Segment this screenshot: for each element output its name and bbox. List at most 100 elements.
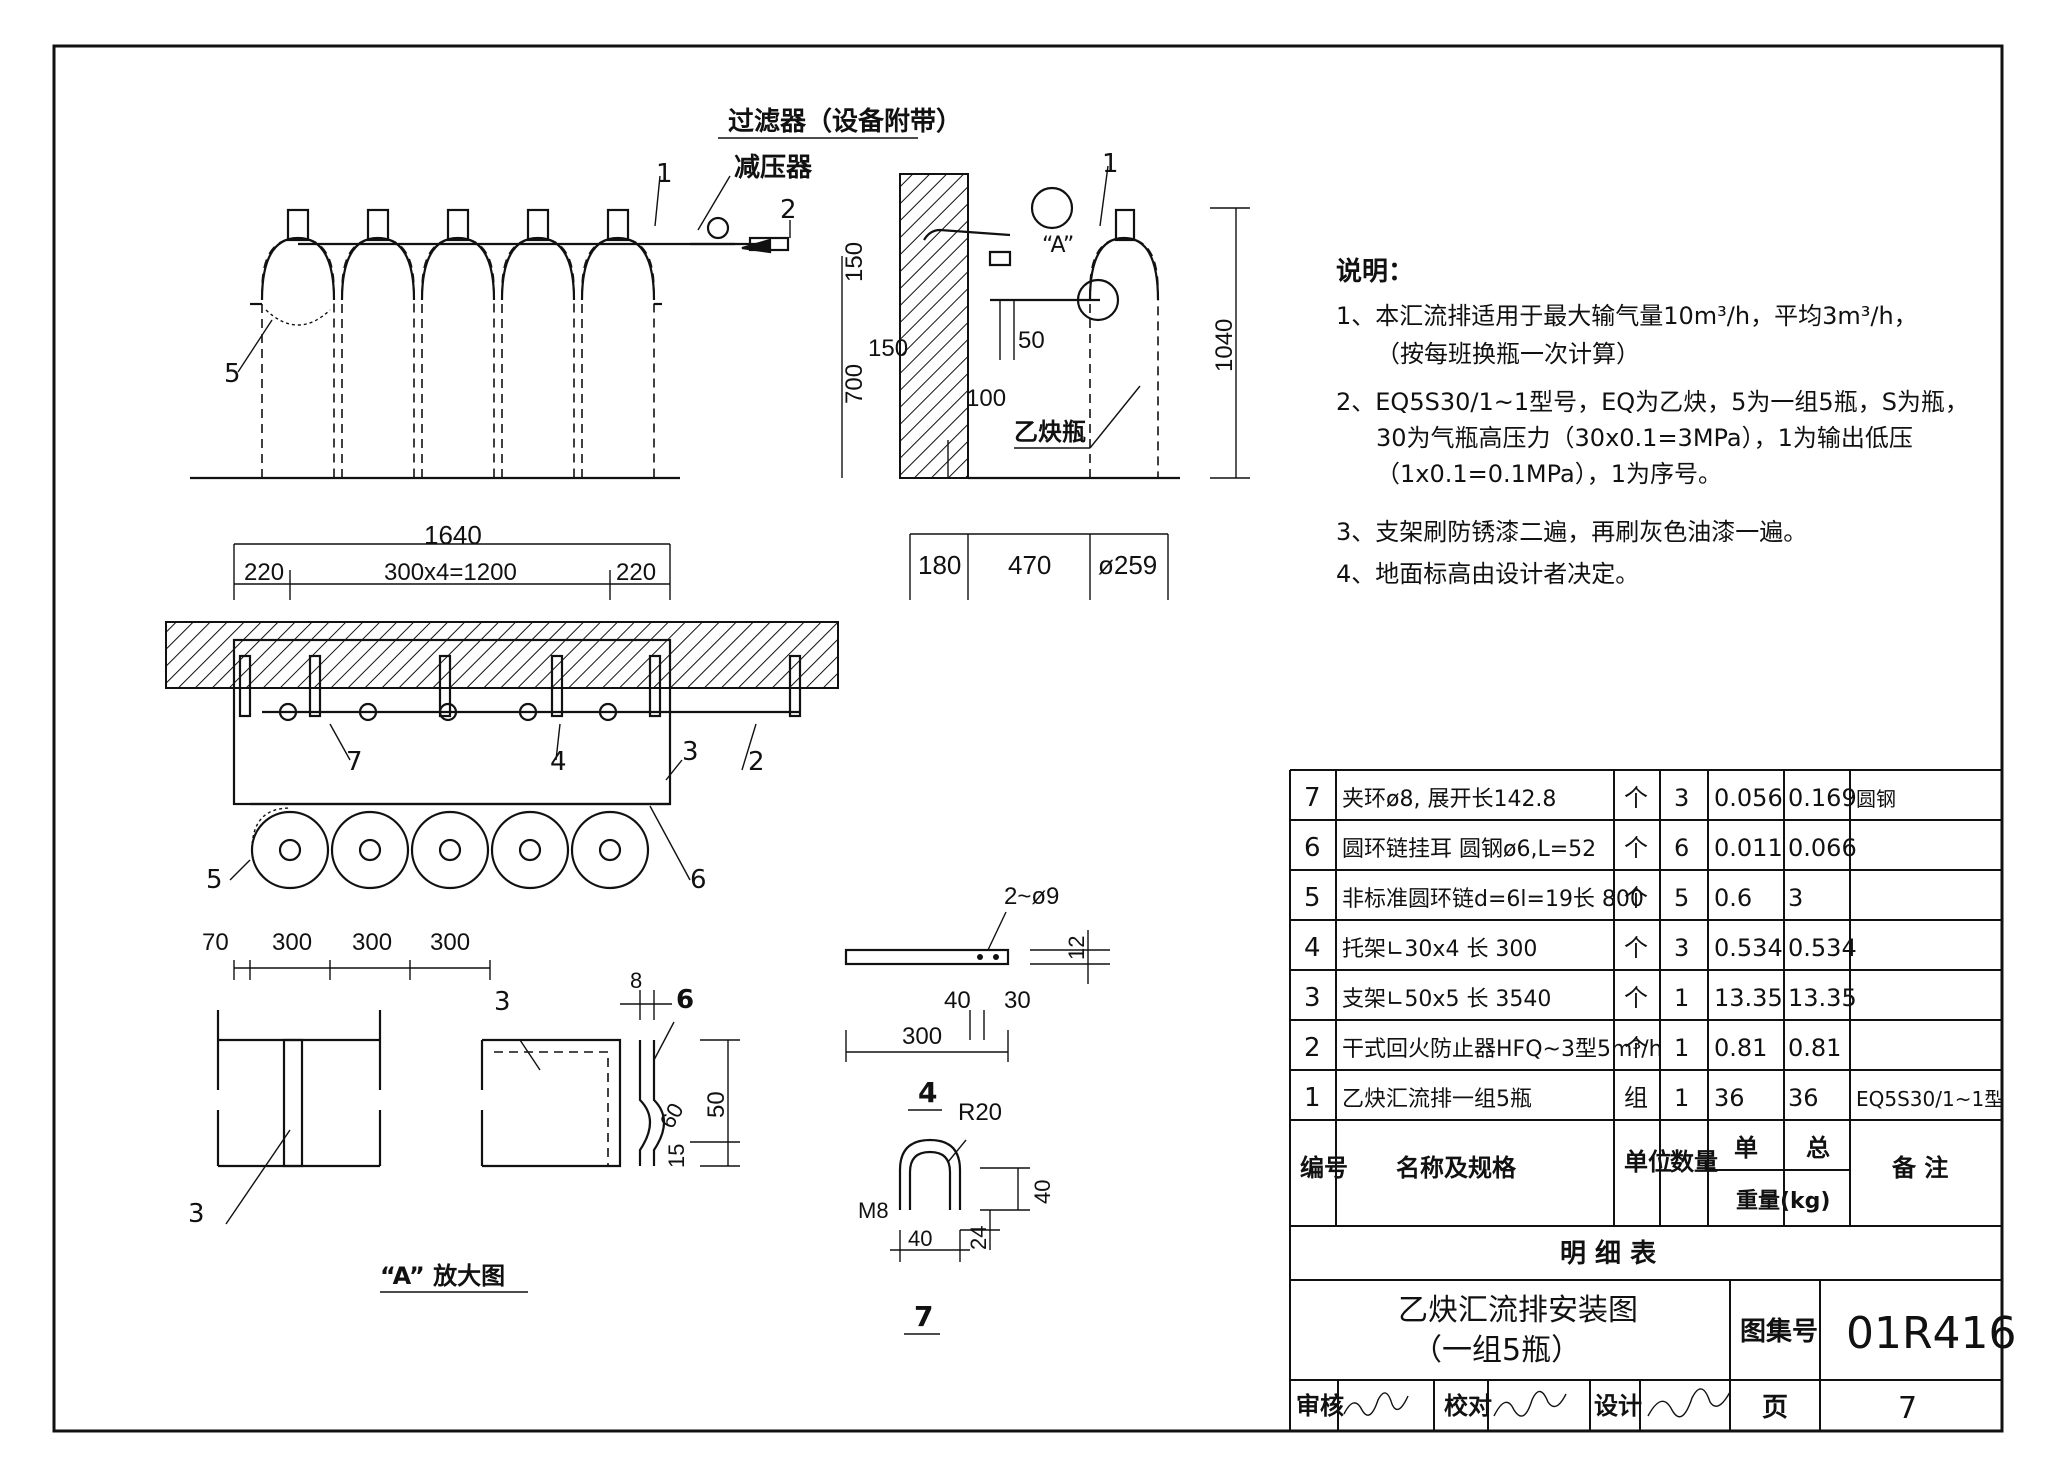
side-view: 1 “A” 乙炔瓶 150 150 700 50 100 1040 180 47… [841, 149, 1250, 600]
section-4-title: 4 [918, 1076, 937, 1109]
callout-5-plan: 5 [206, 865, 223, 895]
cylinder-label: 乙炔瓶 [1014, 418, 1086, 446]
bom-cell-unit: 组 [1624, 1084, 1648, 1112]
bom-cell-qty: 3 [1674, 784, 1689, 812]
radius-label: R20 [958, 1099, 1002, 1126]
detail-a-title: “A” 放大图 [380, 1262, 505, 1290]
bom-cell-name: 夹环ø8, 展开长142.8 [1342, 787, 1556, 812]
bom-cell-unit: 个 [1624, 784, 1648, 812]
signature-check [1493, 1390, 1567, 1417]
note-4: 4、地面标高由设计者决定。 [1336, 560, 1639, 588]
bom-cell-qty: 1 [1674, 984, 1689, 1012]
dim-300-b: 300 [352, 929, 392, 956]
bom-cell-unit_wt: 0.534 [1714, 934, 1783, 962]
atlas-number: 01R416 [1846, 1308, 2017, 1359]
bom-cell-unit: 个 [1624, 934, 1648, 962]
callout-1-side: 1 [1102, 149, 1119, 179]
hdr-name: 名称及规格 [1396, 1154, 1517, 1182]
design-label: 设计 [1594, 1392, 1642, 1420]
dim-1640: 1640 [424, 520, 482, 550]
dim-300-c: 300 [430, 929, 470, 956]
dim-70: 70 [202, 929, 229, 956]
bom-cell-unit_wt: 0.6 [1714, 884, 1752, 912]
dim-50: 50 [1018, 327, 1045, 354]
bom-cell-name: 托架∟30x4 长 300 [1342, 937, 1537, 962]
dim-150b: 150 [868, 335, 908, 362]
bom-cell-unit_wt: 0.011 [1714, 834, 1783, 862]
bom-caption: 明 细 表 [1560, 1238, 1657, 1269]
hdr-unit: 单位 [1624, 1148, 1672, 1176]
dim-220-right: 220 [616, 559, 656, 586]
callout-3-detail-b: 3 [494, 987, 511, 1017]
dim-100: 100 [966, 385, 1006, 412]
dim-150a: 150 [841, 242, 868, 282]
callout-1-front: 1 [656, 159, 673, 189]
atlas-label: 图集号 [1740, 1316, 1818, 1347]
hdr-total-wt: 总 [1806, 1134, 1830, 1162]
dim-8: 8 [630, 968, 642, 993]
detail-a: 70 300 300 300 3 3 6 [188, 929, 740, 1293]
dim-30: 30 [1004, 987, 1031, 1014]
callout-2-front: 2 [780, 195, 797, 225]
section-7-title: 7 [914, 1300, 933, 1333]
bom-cell-name: 乙炔汇流排一组5瓶 [1342, 1087, 1532, 1112]
signature-design [1647, 1388, 1731, 1418]
bom-cell-name: 非标准圆环链d=6l=19长 800 [1342, 887, 1644, 912]
bom-cell-qty: 3 [1674, 934, 1689, 962]
dim-180: 180 [918, 550, 961, 580]
bom-cell-qty: 1 [1674, 1034, 1689, 1062]
bom-cell-name: 支架∟50x5 长 3540 [1342, 987, 1551, 1012]
hdr-unit-wt: 单 [1734, 1134, 1758, 1162]
dim-700: 700 [841, 364, 868, 404]
dim-50b: 50 [703, 1091, 730, 1118]
filter-label: 过滤器（设备附带） [728, 107, 962, 137]
dim-1200: 300x4=1200 [384, 559, 517, 586]
dim-1040: 1040 [1211, 319, 1238, 372]
bom-cell-no: 7 [1304, 783, 1321, 813]
bom-cell-no: 5 [1304, 883, 1321, 913]
bom-cell-unit_wt: 0.056 [1714, 784, 1783, 812]
hdr-remark: 备 注 [1891, 1154, 1948, 1182]
bom-cell-remark: 圆钢 [1856, 787, 1896, 811]
notes-title: 说明： [1336, 257, 1414, 287]
dim-15: 15 [664, 1144, 689, 1168]
drawing-subtitle: （一组5瓶） [1412, 1333, 1581, 1368]
callout-5-front: 5 [224, 359, 241, 389]
bom-cell-qty: 1 [1674, 1084, 1689, 1112]
bom-cell-name: 干式回火防止器HFQ~3型5m³/h [1342, 1037, 1663, 1062]
check-label: 校对 [1444, 1392, 1492, 1420]
page-number: 7 [1898, 1391, 1917, 1426]
bom-cell-total_wt: 0.169 [1788, 784, 1857, 812]
bom-cell-unit_wt: 36 [1714, 1084, 1745, 1112]
drawing-title: 乙炔汇流排安装图 [1398, 1293, 1638, 1328]
front-elevation: 5 1 2 过滤器（设备附带） 减压器 [190, 107, 962, 480]
bom-cell-unit_wt: 0.81 [1714, 1034, 1767, 1062]
bom-cell-total_wt: 13.35 [1788, 984, 1857, 1012]
dim-40b: 40 [908, 1226, 932, 1251]
bom-cell-qty: 6 [1674, 834, 1689, 862]
callout-6-plan: 6 [690, 865, 707, 895]
holes-label: 2~ø9 [1004, 883, 1059, 910]
hdr-no: 编号 [1300, 1154, 1348, 1182]
notes: 说明： 1、本汇流排适用于最大输气量10m³/h，平均3m³/h， （按每班换瓶… [1336, 257, 1969, 588]
callout-3-plan: 3 [682, 737, 699, 767]
review-label: 审核 [1296, 1392, 1344, 1420]
title-block: 乙炔汇流排安装图 （一组5瓶） 图集号 01R416 审核 校对 设计 页 7 [1296, 1280, 2017, 1431]
bom-cell-no: 2 [1304, 1033, 1321, 1063]
bom-cell-qty: 5 [1674, 884, 1689, 912]
bom-cell-no: 1 [1304, 1083, 1321, 1113]
bom-cell-total_wt: 36 [1788, 1084, 1819, 1112]
page-label: 页 [1762, 1393, 1788, 1423]
section-4: 2~ø9 12 40 30 300 4 [844, 883, 1110, 1111]
dim-40c: 40 [1030, 1180, 1055, 1204]
regulator-label: 减压器 [734, 153, 813, 183]
bom-cell-unit: 个 [1624, 884, 1648, 912]
bom-cell-no: 4 [1304, 933, 1321, 963]
plan-view: 1640 220 300x4=1200 220 [165, 520, 839, 895]
dim-dia259: ø259 [1098, 550, 1157, 580]
bom-cell-name: 圆环链挂耳 圆钢ø6,L=52 [1342, 837, 1596, 862]
bom-cell-no: 3 [1304, 983, 1321, 1013]
bom-cell-unit: 个 [1624, 1034, 1648, 1062]
bom-cell-total_wt: 0.81 [1788, 1034, 1841, 1062]
